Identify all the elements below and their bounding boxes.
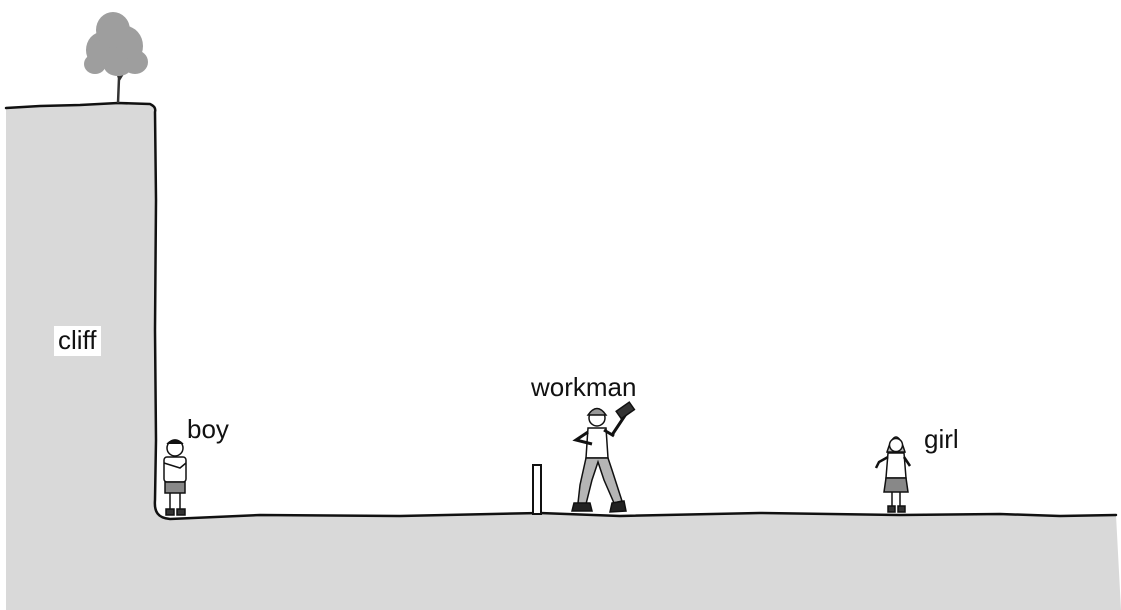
boy-label: boy [187, 416, 229, 442]
post [533, 465, 541, 514]
boy-figure [164, 440, 186, 515]
tree-icon [84, 12, 148, 103]
workman-figure [572, 402, 634, 512]
workman-label: workman [531, 374, 636, 400]
girl-label: girl [924, 426, 959, 452]
girl-figure [876, 437, 910, 512]
cliff-label: cliff [54, 326, 101, 356]
ground-and-cliff [6, 103, 1121, 610]
